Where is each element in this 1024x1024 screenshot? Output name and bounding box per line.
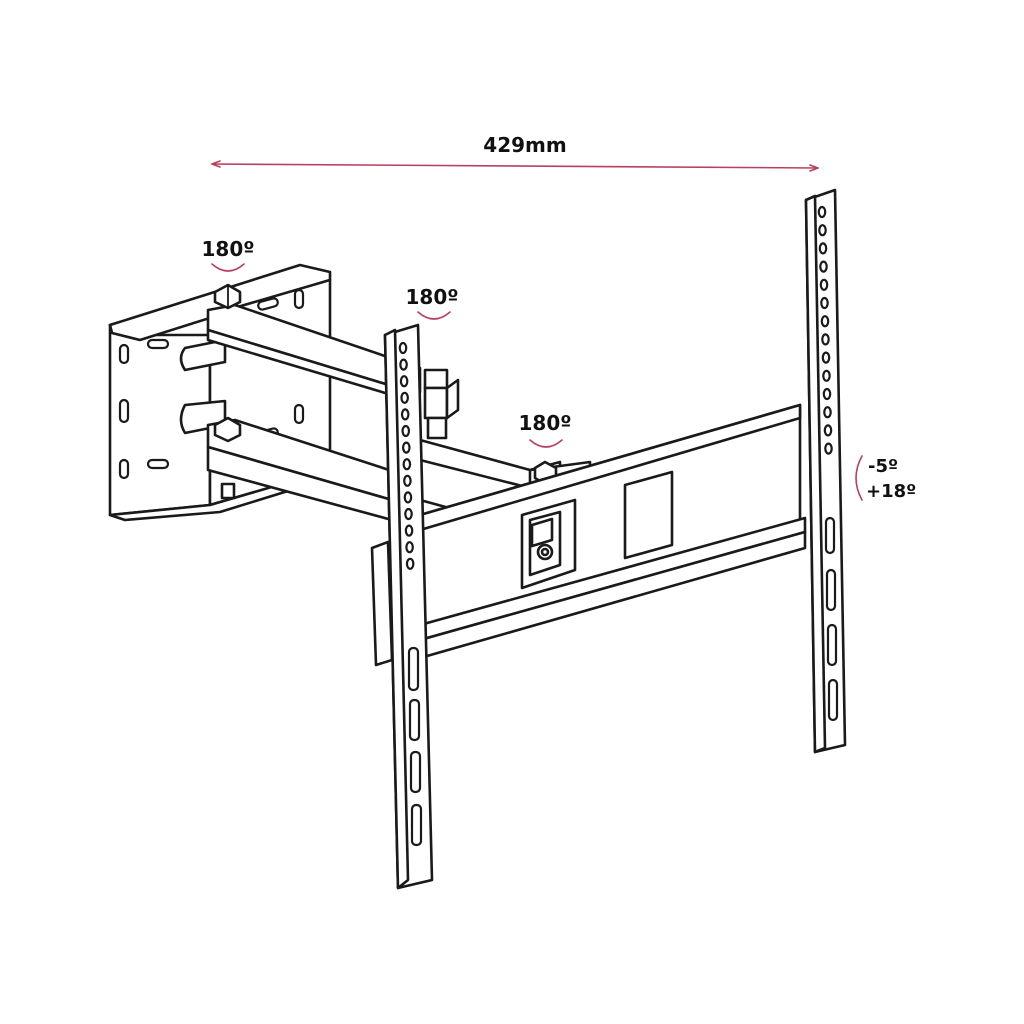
rail-hole (820, 296, 829, 310)
rail-hole (823, 406, 832, 419)
rail-hole (404, 507, 413, 521)
rail-hole (821, 333, 830, 346)
rail-hole (401, 424, 411, 438)
rail-hole (399, 358, 408, 371)
middle-joint (423, 368, 460, 440)
right-vertical-rail (804, 188, 847, 754)
rotation-arc-middle (417, 311, 451, 320)
left-vertical-rail (370, 323, 434, 890)
rail-hole (403, 474, 412, 487)
rotation-arc-wall (211, 263, 245, 272)
rail-hole (819, 278, 829, 291)
dimension-arrow-left (211, 160, 221, 168)
dimension-line (211, 163, 819, 169)
rail-hole (404, 524, 414, 537)
first-arm (206, 283, 422, 522)
rail-hole (818, 242, 828, 255)
rail-hole (822, 369, 831, 382)
rotation-text-bracket: 180º (518, 411, 571, 435)
rail-hole (400, 408, 410, 421)
rotation-label-bracket: 180º (518, 411, 572, 448)
rail-hole (820, 315, 830, 328)
rotation-text-middle: 180º (405, 285, 458, 309)
rail-hole (400, 391, 409, 404)
rail-hole (817, 205, 827, 219)
rail-hole (819, 260, 828, 273)
rail-hole (405, 541, 414, 554)
width-dimension: 429mm (211, 133, 819, 172)
rail-hole (401, 441, 411, 454)
rotation-label-middle: 180º (405, 285, 459, 320)
left-rail-holes (398, 341, 415, 570)
rail-hole (402, 458, 412, 471)
right-rail-holes (817, 205, 833, 455)
bracket-rail (418, 403, 807, 660)
rail-hole (824, 442, 833, 455)
tilt-down-text: +18º (866, 481, 916, 502)
rotation-arc-bracket (529, 439, 563, 448)
rail-hole (398, 341, 408, 355)
rail-hole (821, 351, 831, 364)
dimension-arrow-right (809, 164, 819, 172)
rotation-text-wall: 180º (201, 237, 254, 261)
rail-hole (822, 387, 832, 401)
rail-hole (399, 375, 409, 388)
tilt-arc (855, 455, 863, 501)
rail-hole (818, 224, 827, 237)
rail-hole (823, 424, 833, 437)
rotation-label-wall: 180º (201, 237, 255, 272)
width-label: 429mm (483, 133, 566, 157)
rail-hole (405, 557, 415, 570)
rail-hole (403, 491, 413, 504)
tilt-label: -5º +18º (855, 455, 916, 502)
tilt-up-text: -5º (868, 456, 898, 477)
